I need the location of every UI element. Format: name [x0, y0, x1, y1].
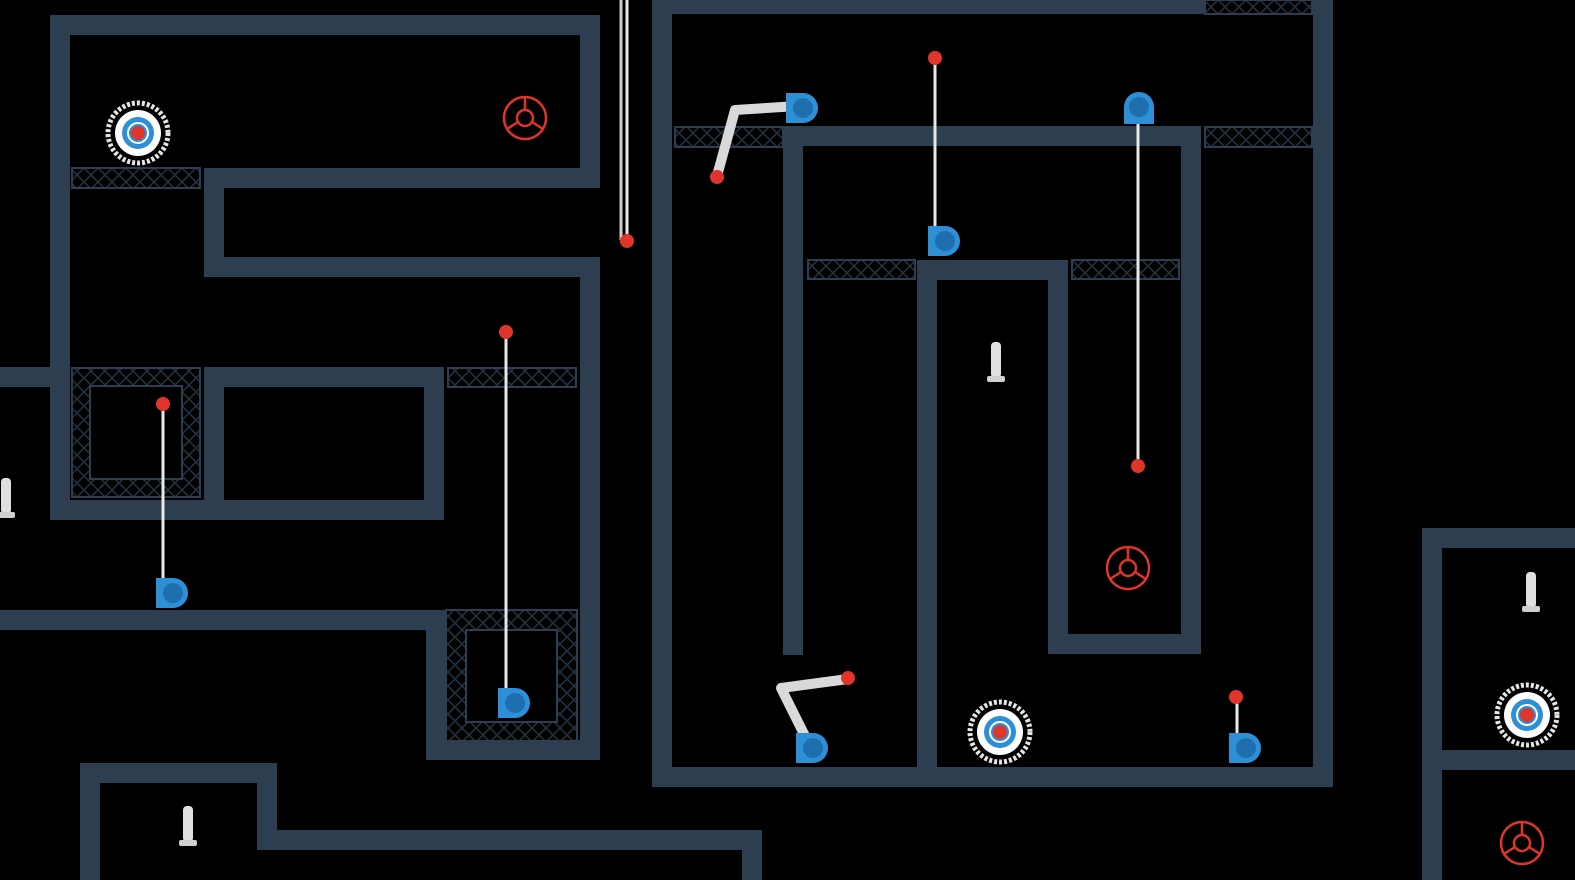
laser-tip — [710, 170, 724, 184]
emitter-3[interactable] — [786, 93, 818, 123]
laser-tip — [620, 234, 634, 248]
robot-arm — [776, 674, 853, 751]
mesh-panel — [1071, 259, 1180, 280]
pin-left-edge[interactable] — [0, 478, 15, 518]
mesh-frame — [71, 367, 201, 498]
mesh-panel — [447, 367, 577, 388]
target-bottom-right[interactable] — [1499, 820, 1545, 866]
laser-tip — [499, 325, 513, 339]
laser-tip — [1131, 459, 1145, 473]
emitter-4[interactable] — [1124, 92, 1154, 124]
wall — [80, 763, 762, 880]
mesh-panel — [1204, 126, 1313, 148]
robot-arm — [712, 101, 803, 181]
emitter-6[interactable] — [796, 733, 828, 763]
laser-tip — [1229, 690, 1243, 704]
mesh-panel — [807, 259, 916, 280]
pin-right[interactable] — [1522, 572, 1540, 612]
mesh-panel — [71, 167, 201, 189]
target-upper-left[interactable] — [502, 95, 548, 141]
laser-tip — [156, 397, 170, 411]
portal-upper-left[interactable] — [108, 103, 168, 163]
pin-center[interactable] — [987, 342, 1005, 382]
mesh-frame — [445, 609, 578, 742]
laser-tips — [156, 51, 1243, 704]
emitter-1[interactable] — [156, 578, 188, 608]
wall — [0, 15, 600, 760]
pin-bottom-left[interactable] — [179, 806, 197, 846]
portal-bottom-center[interactable] — [970, 702, 1030, 762]
wall — [1422, 528, 1575, 880]
portals[interactable] — [108, 103, 1557, 762]
emitter-2[interactable] — [498, 688, 530, 718]
emitter-7[interactable] — [1229, 733, 1261, 763]
target-middle-right[interactable] — [1105, 545, 1151, 591]
wall — [652, 0, 1333, 787]
wall — [783, 126, 1201, 787]
emitter-5[interactable] — [928, 226, 960, 256]
portal-right-edge[interactable] — [1497, 685, 1557, 745]
wall — [50, 367, 444, 520]
mesh-panel — [1204, 0, 1313, 15]
laser-beams — [161, 0, 1239, 751]
laser-tip — [841, 671, 855, 685]
laser-tip — [928, 51, 942, 65]
laser-emitters[interactable] — [156, 92, 1261, 763]
